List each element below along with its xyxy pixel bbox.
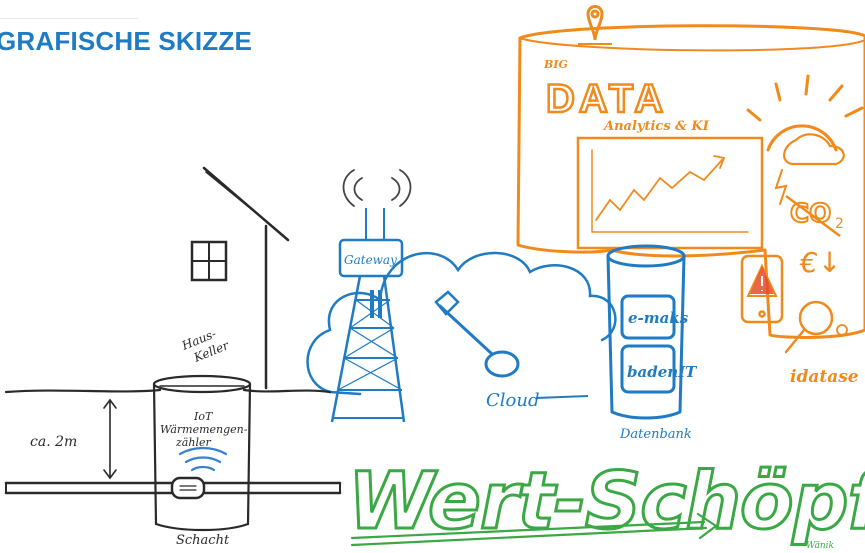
tablet-icon	[740, 254, 784, 324]
meter-label-2: zähler	[175, 436, 211, 449]
warning-icon	[746, 263, 778, 297]
gateway-tower-icon	[330, 208, 406, 423]
co2-icon: CO 2	[785, 194, 844, 238]
data-label: DATA	[546, 77, 667, 121]
cloud-icon	[306, 251, 617, 396]
depth-label: ca. 2m	[30, 434, 77, 450]
map-pin-icon	[578, 5, 612, 45]
big-label: BIG	[543, 58, 568, 71]
iot-label: IoT	[193, 410, 214, 423]
signature: Wänik	[806, 541, 834, 551]
co2-subscript: 2	[835, 216, 844, 232]
gateway-label: Gateway	[344, 253, 397, 267]
ground-line	[4, 385, 332, 394]
emaks-label: e-maks	[628, 309, 689, 327]
value-arrow	[350, 512, 718, 547]
badenit-label: badenIT	[627, 363, 698, 381]
pipe-icon	[4, 476, 342, 500]
wifi-icon	[178, 446, 228, 472]
trend-chart	[576, 136, 764, 250]
euro-label: €↓	[799, 246, 841, 279]
database-icon	[606, 244, 686, 420]
page-title: GRAFISCHE SKIZZE	[0, 26, 252, 56]
analytics-label: Analytics & KI	[602, 119, 710, 134]
depth-marker	[103, 398, 117, 480]
cloud-label: Cloud	[486, 390, 539, 411]
big-data-panel	[516, 24, 865, 339]
key-icon	[434, 290, 520, 378]
sun-icon	[746, 74, 864, 205]
database-label: Datenbank	[619, 427, 692, 442]
idatase-label: idatase	[790, 367, 859, 387]
house-icon	[190, 166, 290, 390]
shaft-icon	[152, 374, 252, 532]
meter-label: Wärmemengen-	[160, 423, 248, 436]
shaft-label: Schacht	[176, 533, 230, 548]
cloud-underline	[535, 395, 589, 399]
antenna-signal-icon	[342, 169, 412, 207]
magnifier-icon	[784, 300, 848, 354]
top-rule	[0, 18, 138, 19]
